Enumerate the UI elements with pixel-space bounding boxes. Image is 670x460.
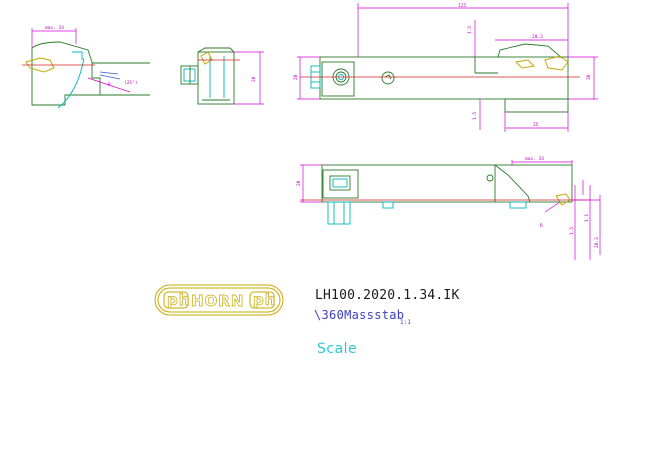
dim-bottom-radius: R [540, 223, 543, 229]
dim-overall-length: 125 [458, 3, 466, 9]
dim-radius: R [108, 82, 111, 88]
dim-small-bottom: 1.5 [472, 112, 478, 120]
logo-ph-left: ph [167, 291, 190, 309]
dim-bottom-small-a: 1.5 [569, 227, 575, 235]
dim-side-height-left: 20 [296, 180, 302, 186]
dim-width-30: 30 [586, 74, 592, 80]
end-view: 20 [180, 47, 264, 105]
scale-value: 1:1 [400, 319, 411, 326]
mass-label: \360Massstab [314, 308, 405, 322]
dim-head-length: 25 [533, 122, 539, 128]
logo-text: HORN [191, 292, 244, 310]
part-number: LH100.2020.1.34.IK [315, 288, 460, 303]
horn-logo: ph HORN ph [154, 284, 284, 316]
dim-bottom-small-b: 1.1 [584, 214, 590, 222]
head-detail-view: max. 33 R (25°) [22, 25, 150, 109]
dim-side-max: max. 33 [45, 25, 64, 31]
dim-side-height: 20 [251, 76, 257, 82]
dim-angle: (25°) [124, 80, 138, 86]
main-side-view: 20 max. 33 R 1.5 1.1 20.3 [296, 156, 601, 260]
main-top-view: 125 20.3 1.5 20 30 25 1.5 [293, 3, 598, 132]
dim-bottom-max: max. 33 [525, 156, 544, 162]
dim-top-offset: 20.3 [532, 34, 543, 40]
dim-bottom-small-c: 20.3 [594, 237, 600, 248]
dim-small-top: 1.5 [467, 26, 473, 34]
dim-height-20: 20 [293, 74, 299, 80]
scale-label: Scale [317, 341, 358, 357]
logo-ph-right: ph [253, 291, 276, 309]
